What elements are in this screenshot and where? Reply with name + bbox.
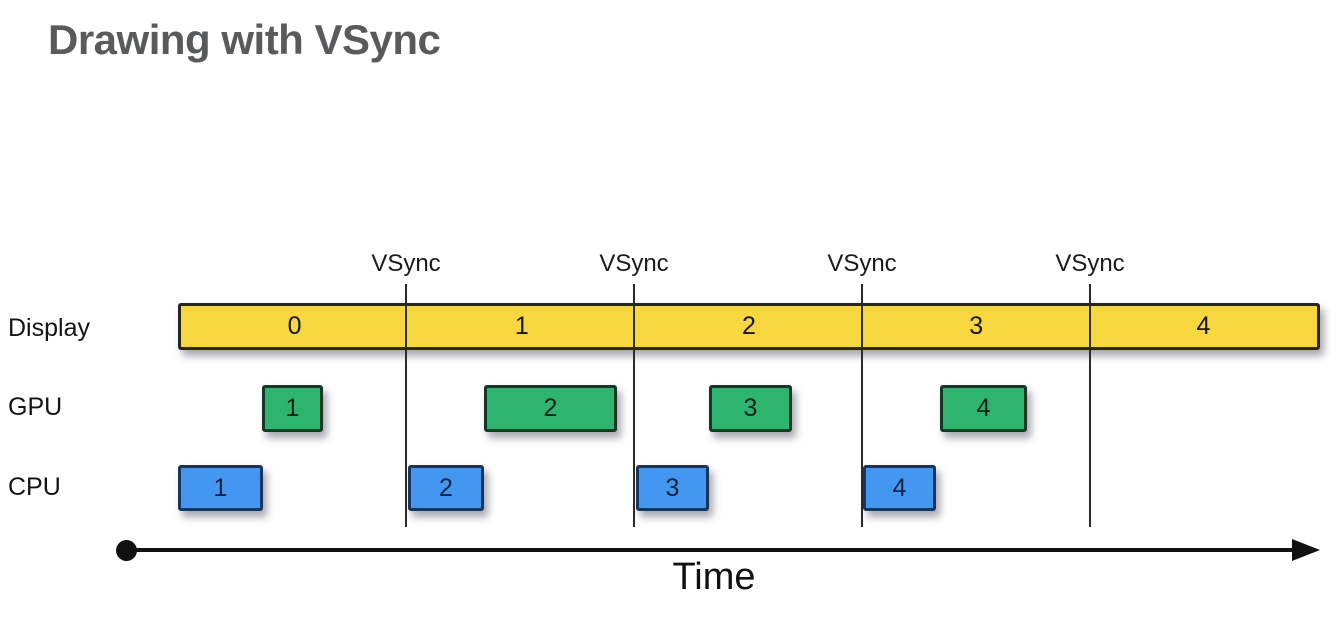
- vsync-label: VSync: [827, 250, 897, 277]
- vsync-line: [1089, 284, 1091, 527]
- cpu-row-label: CPU: [8, 473, 61, 501]
- cpu-task-box: 4: [863, 465, 936, 511]
- display-bar: 0 1 2 3 4: [178, 303, 1320, 350]
- vsync-label: VSync: [371, 250, 441, 277]
- display-segment: 2: [742, 312, 756, 340]
- vsync-line: [633, 284, 635, 527]
- display-segment: 3: [969, 312, 984, 340]
- gpu-task-box: 3: [709, 385, 792, 432]
- time-axis-line: [127, 548, 1295, 552]
- gpu-task-box: 4: [940, 385, 1027, 432]
- time-axis-label: Time: [672, 556, 756, 598]
- gpu-row-label: GPU: [8, 393, 63, 421]
- gpu-task-box: 1: [262, 385, 323, 432]
- display-segment: 0: [287, 312, 302, 340]
- cpu-task-box: 1: [178, 465, 263, 511]
- vsync-label: VSync: [1055, 250, 1125, 277]
- time-axis-arrowhead-icon: [1292, 539, 1320, 561]
- vsync-line: [405, 284, 407, 527]
- display-segment: 1: [514, 312, 529, 340]
- slide-title: Drawing with VSync: [48, 16, 441, 63]
- gpu-task-box: 2: [484, 385, 617, 432]
- vsync-line: [861, 284, 863, 527]
- vsync-label: VSync: [599, 250, 669, 277]
- time-axis-origin-dot-icon: [116, 540, 137, 561]
- cpu-task-box: 3: [636, 465, 709, 511]
- cpu-task-box: 2: [408, 465, 484, 511]
- display-segment: 4: [1196, 312, 1211, 340]
- display-row-label: Display: [8, 314, 90, 342]
